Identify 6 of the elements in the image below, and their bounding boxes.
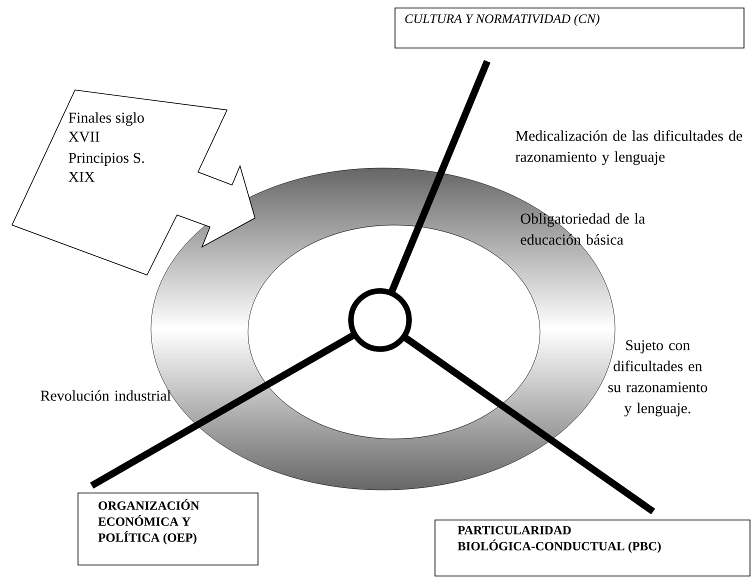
category-box: ORGANIZACIÓN ECONÓMICA Y POLÍTICA (OEP) [78,492,258,566]
annotation-text: Medicalización de las dificultades de razonamiento y lenguaje [516,130,742,165]
annotation-text: Revolución industrial [40,390,171,401]
annotation-text: Sujeto con dificultades en su razonamiento y lenguaje. [608,340,708,416]
category-box: CULTURA Y NORMATIVIDAD (CN) [394,8,744,48]
category-box: PARTICULARIDAD BIOLÓGICA-CONDUCTUAL (PBC) [434,520,750,576]
